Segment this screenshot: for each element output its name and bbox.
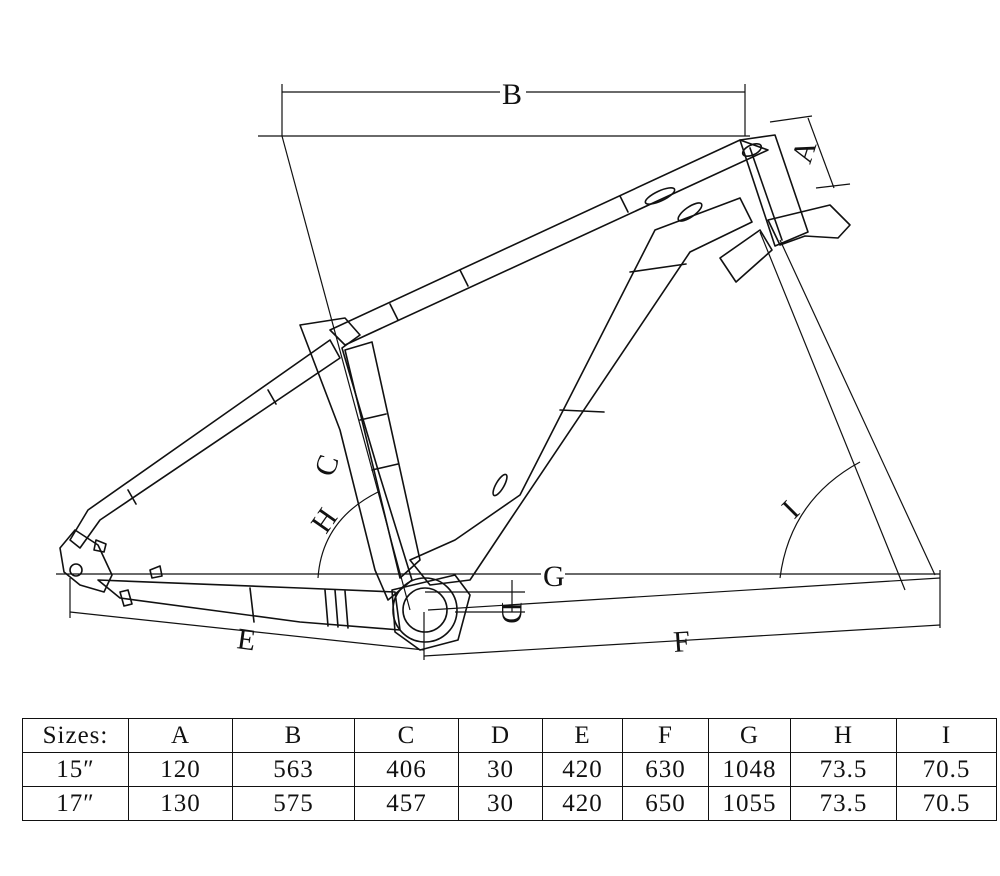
dimension-d: [425, 580, 525, 613]
dimension-e: [69, 578, 425, 651]
table-cell: 30: [458, 752, 543, 787]
label-h: H: [305, 502, 344, 539]
label-e: E: [235, 622, 258, 657]
table-cell: 575: [232, 786, 355, 821]
down-tube: [409, 197, 753, 586]
header-cell: G: [708, 718, 791, 753]
top-tube: [329, 139, 769, 346]
table-row: 17″ 130 575 457 30 420 650 1055 73.5 70.…: [22, 786, 997, 821]
dimension-i-arc: [759, 231, 936, 591]
frame-size-table: Sizes: A B C D E F G H I 15″ 120 563 406…: [22, 718, 997, 821]
label-c: C: [308, 451, 346, 480]
seat-tube: [299, 317, 421, 601]
table-cell: 563: [232, 752, 355, 787]
table-header-row: Sizes: A B C D E F G H I: [22, 718, 997, 753]
table-cell: 30: [458, 786, 543, 821]
table-row: 15″ 120 563 406 30 420 630 1048 73.5 70.…: [22, 752, 997, 787]
bike-frame-geometry-diagram: B A C H I G D E F: [56, 78, 941, 660]
header-cell: B: [232, 718, 355, 753]
label-d: D: [495, 602, 528, 624]
seat-stay: [69, 339, 341, 549]
label-b: B: [502, 78, 522, 111]
table-cell: 1048: [708, 752, 791, 787]
head-tube: [719, 134, 851, 283]
table-cell: 420: [542, 786, 623, 821]
label-a: A: [785, 136, 823, 167]
dimension-f: [423, 570, 941, 660]
table-cell: 15″: [22, 752, 129, 787]
table-cell: 406: [354, 752, 459, 787]
table-cell: 70.5: [896, 786, 997, 821]
label-f: F: [672, 625, 691, 659]
table-cell: 1055: [708, 786, 791, 821]
dimension-c-axis: [281, 135, 411, 611]
table-cell: 630: [622, 752, 709, 787]
table-cell: 420: [542, 752, 623, 787]
table-cell: 70.5: [896, 752, 997, 787]
table-cell: 457: [354, 786, 459, 821]
header-cell: F: [622, 718, 709, 753]
header-cell: I: [896, 718, 997, 753]
table-cell: 73.5: [790, 786, 897, 821]
table-cell: 650: [622, 786, 709, 821]
bottom-bracket: [391, 574, 471, 651]
header-cell: E: [542, 718, 623, 753]
table-cell: 130: [128, 786, 233, 821]
chain-stay: [97, 579, 401, 631]
header-cell: C: [354, 718, 459, 753]
table-cell: 120: [128, 752, 233, 787]
dimension-a: [769, 115, 851, 189]
table-cell: 73.5: [790, 752, 897, 787]
dimension-h-arc: [317, 491, 379, 579]
table-cell: 17″: [22, 786, 129, 821]
header-cell: Sizes:: [22, 718, 129, 753]
label-i: I: [776, 495, 806, 525]
label-g: G: [543, 560, 565, 593]
header-cell: D: [458, 718, 543, 753]
header-cell: A: [128, 718, 233, 753]
header-cell: H: [790, 718, 897, 753]
